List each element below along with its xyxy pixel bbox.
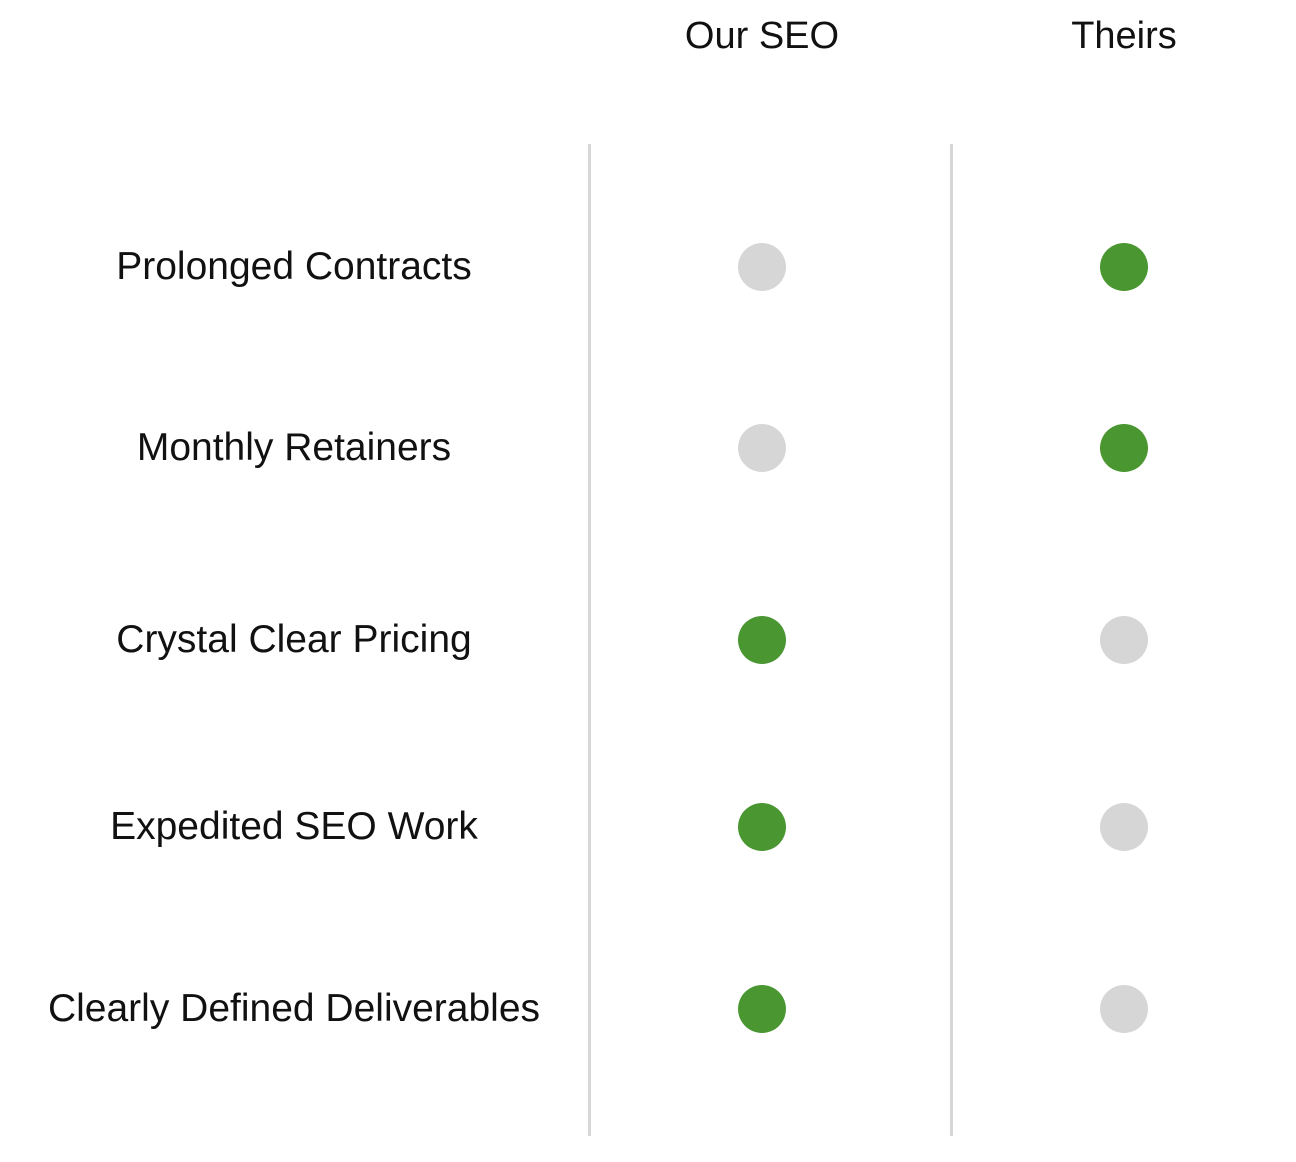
our-seo-indicator-dot — [738, 803, 786, 851]
our-seo-indicator-dot — [738, 616, 786, 664]
theirs-indicator-dot — [1100, 243, 1148, 291]
our-seo-indicator-dot — [738, 985, 786, 1033]
our-seo-indicator-dot — [738, 243, 786, 291]
column-divider — [588, 144, 591, 1136]
feature-label: Expedited SEO Work — [110, 805, 478, 848]
column-divider — [950, 144, 953, 1136]
theirs-indicator-dot — [1100, 985, 1148, 1033]
theirs-indicator-dot — [1100, 424, 1148, 472]
comparison-row: Monthly Retainers — [0, 418, 1296, 478]
our-seo-indicator-dot — [738, 424, 786, 472]
column-header-theirs: Theirs — [1071, 15, 1177, 57]
feature-label: Crystal Clear Pricing — [116, 618, 472, 661]
feature-label: Prolonged Contracts — [116, 245, 472, 288]
comparison-row: Prolonged Contracts — [0, 237, 1296, 297]
theirs-indicator-dot — [1100, 616, 1148, 664]
comparison-row: Crystal Clear Pricing — [0, 610, 1296, 670]
comparison-row: Clearly Defined Deliverables — [0, 979, 1296, 1039]
comparison-row: Expedited SEO Work — [0, 797, 1296, 857]
column-header-our-seo: Our SEO — [684, 15, 840, 57]
feature-label: Clearly Defined Deliverables — [47, 987, 541, 1030]
theirs-indicator-dot — [1100, 803, 1148, 851]
feature-label: Monthly Retainers — [136, 426, 452, 469]
